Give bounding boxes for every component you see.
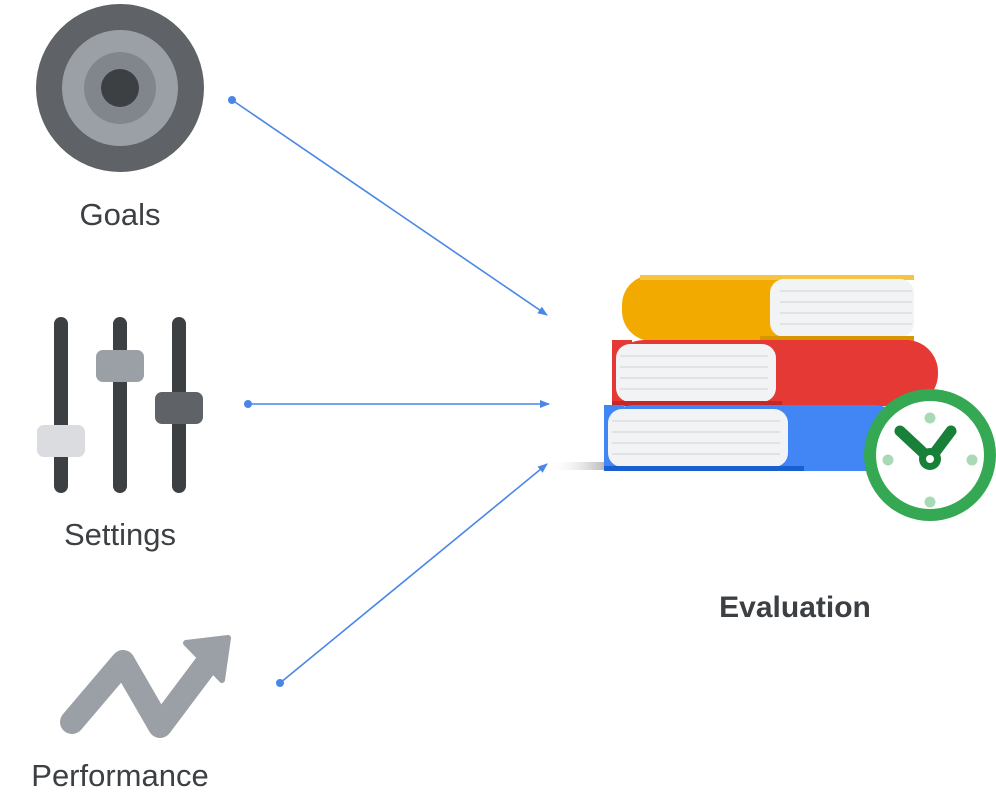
arrow-goals-to-evaluation xyxy=(228,96,548,316)
trending-up-icon xyxy=(60,635,231,738)
arrow-settings-to-evaluation xyxy=(244,400,550,408)
arrow-performance-to-evaluation xyxy=(276,463,548,687)
target-icon xyxy=(36,4,204,172)
settings-label: Settings xyxy=(63,517,177,552)
evaluation-label: Evaluation xyxy=(719,591,871,624)
sliders-icon xyxy=(37,317,203,493)
performance-label: Performance xyxy=(31,758,209,793)
book-blue xyxy=(604,405,904,471)
goals-label: Goals xyxy=(79,197,161,232)
book-yellow xyxy=(622,275,914,341)
clock-icon xyxy=(864,389,996,521)
book-red xyxy=(612,340,938,406)
books-with-clock-icon xyxy=(548,275,996,521)
